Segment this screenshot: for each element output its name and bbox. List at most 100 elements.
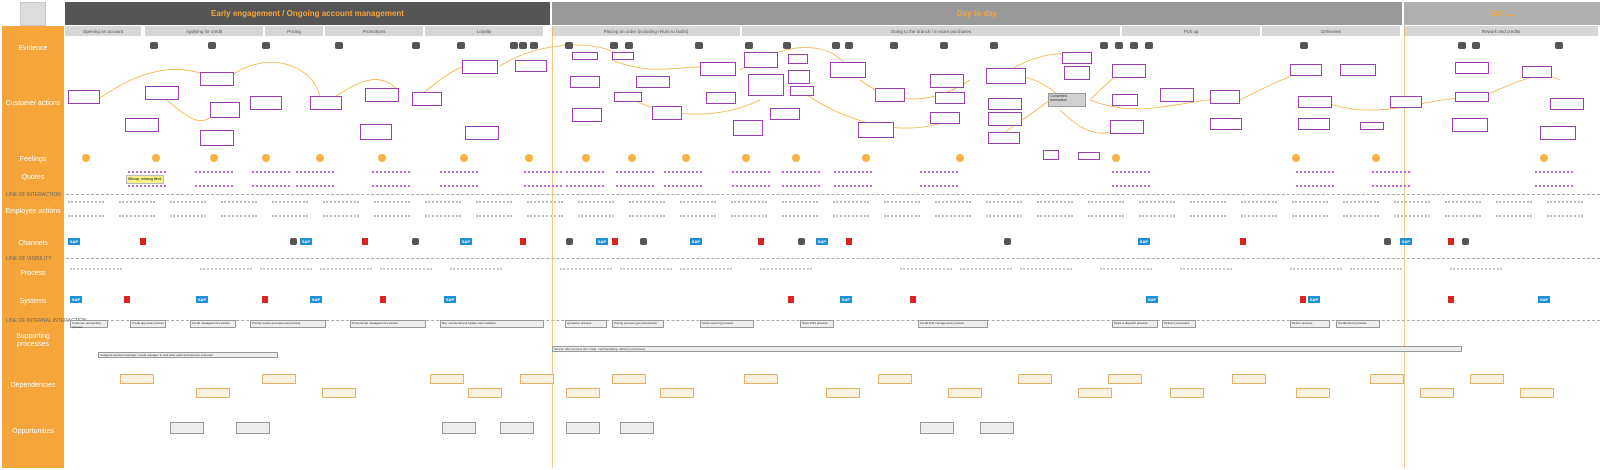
stage-2: Applying for credit <box>145 26 263 36</box>
dependency-note <box>1370 374 1404 384</box>
dependency-note <box>948 388 982 398</box>
evidence-icon <box>845 42 853 49</box>
lane-5: Employee actions <box>5 208 61 215</box>
process-text <box>380 268 432 282</box>
evidence-icon <box>1472 42 1480 49</box>
dependency-note <box>566 388 600 398</box>
lane-8: Systems <box>19 298 47 305</box>
customer-action-note <box>125 118 159 132</box>
customer-action-note <box>748 74 784 96</box>
feeling-face <box>1292 154 1300 162</box>
evidence-icon <box>1145 42 1153 49</box>
evidence-icon <box>335 42 343 49</box>
line-1 <box>66 194 1600 195</box>
customer-action-note <box>733 120 763 136</box>
opportunity-note <box>566 422 600 434</box>
customer-action-note <box>700 62 736 76</box>
stage-7: Going to the branch / in-store purchases <box>742 26 1120 36</box>
dependency-note <box>826 388 860 398</box>
feeling-face <box>862 154 870 162</box>
section-3: Line of internal interaction <box>6 318 87 324</box>
opportunity-note <box>620 422 654 434</box>
customer-action-note <box>1290 64 1322 76</box>
employee-action <box>1496 201 1532 217</box>
evidence-icon <box>530 42 538 49</box>
channel-icon <box>1004 238 1011 245</box>
feeling-face <box>460 154 468 162</box>
sap-logo: SAP <box>1138 238 1150 245</box>
opportunity-note <box>170 422 204 434</box>
quote-text <box>616 171 654 187</box>
process-text <box>960 268 1012 282</box>
evidence-icon <box>1115 42 1123 49</box>
quote-text <box>195 171 233 187</box>
supporting-process-bar: Credit approval process <box>130 320 166 328</box>
evidence-icon <box>208 42 216 49</box>
feeling-face <box>628 154 636 162</box>
customer-action-note <box>1064 66 1090 80</box>
customer-action-note <box>1110 120 1144 134</box>
employee-action <box>935 201 971 217</box>
red-system-icon <box>612 238 618 245</box>
feeling-face <box>956 154 964 162</box>
customer-action-note <box>858 122 894 138</box>
process-text <box>320 268 372 282</box>
customer-action-note <box>570 76 600 88</box>
service-offer-bar: Service offer process (inc. trade, merch… <box>552 346 1462 352</box>
process-text <box>70 268 122 282</box>
sap-logo: SAP <box>816 238 828 245</box>
dependency-note <box>1018 374 1052 384</box>
employee-action <box>1394 201 1430 217</box>
stage-10: Rework and credits <box>1404 26 1598 36</box>
customer-action-note <box>200 130 234 146</box>
red-system-icon <box>1240 238 1246 245</box>
system-sap: SAP <box>1538 296 1550 303</box>
center-node: Completed transaction <box>1048 93 1086 107</box>
employee-action <box>119 201 155 217</box>
feeling-face <box>1540 154 1548 162</box>
channel-icon <box>290 238 297 245</box>
process-text <box>1020 268 1072 282</box>
customer-action-note <box>310 96 342 110</box>
system-sap: SAP <box>1308 296 1320 303</box>
supporting-process-bar: Buy membership & loyalty card invitation <box>440 320 544 328</box>
customer-action-note <box>652 106 682 120</box>
stage-1: Opening an account <box>65 26 141 36</box>
dependency-note <box>612 374 646 384</box>
evidence-icon <box>783 42 791 49</box>
system-sap: SAP <box>444 296 456 303</box>
customer-action-note <box>1340 64 1376 76</box>
header-3: Exit ... <box>1404 2 1600 25</box>
customer-action-note <box>1522 66 1552 78</box>
quote-text <box>252 171 290 187</box>
employee-action <box>476 201 512 217</box>
sap-logo: SAP <box>460 238 472 245</box>
customer-action-note <box>1390 96 1422 108</box>
evidence-icon <box>990 42 998 49</box>
employee-action <box>1445 201 1481 217</box>
customer-action-note <box>930 112 960 124</box>
employee-action <box>1241 201 1277 217</box>
customer-action-note <box>1112 64 1146 78</box>
customer-action-note <box>875 88 905 102</box>
customer-action-note <box>988 98 1022 110</box>
quote-text <box>664 171 702 187</box>
customer-action-note <box>1298 96 1332 108</box>
employee-action <box>425 201 461 217</box>
lane-2: Customer actions <box>5 100 61 107</box>
supporting-process-bar: Customer onboarding process <box>70 320 108 328</box>
employee-action <box>323 201 359 217</box>
employee-action <box>1343 201 1379 217</box>
sap-logo: SAP <box>596 238 608 245</box>
customer-action-note <box>462 60 498 74</box>
customer-action-note <box>830 62 866 78</box>
feeling-face <box>262 154 270 162</box>
process-text <box>1290 268 1342 282</box>
dependency-note <box>1470 374 1504 384</box>
process-text <box>760 268 812 282</box>
system-red <box>910 296 916 303</box>
feeling-face <box>742 154 750 162</box>
lane-9: Supporting processes <box>16 333 50 348</box>
employee-action <box>884 201 920 217</box>
customer-action-note <box>360 124 392 140</box>
